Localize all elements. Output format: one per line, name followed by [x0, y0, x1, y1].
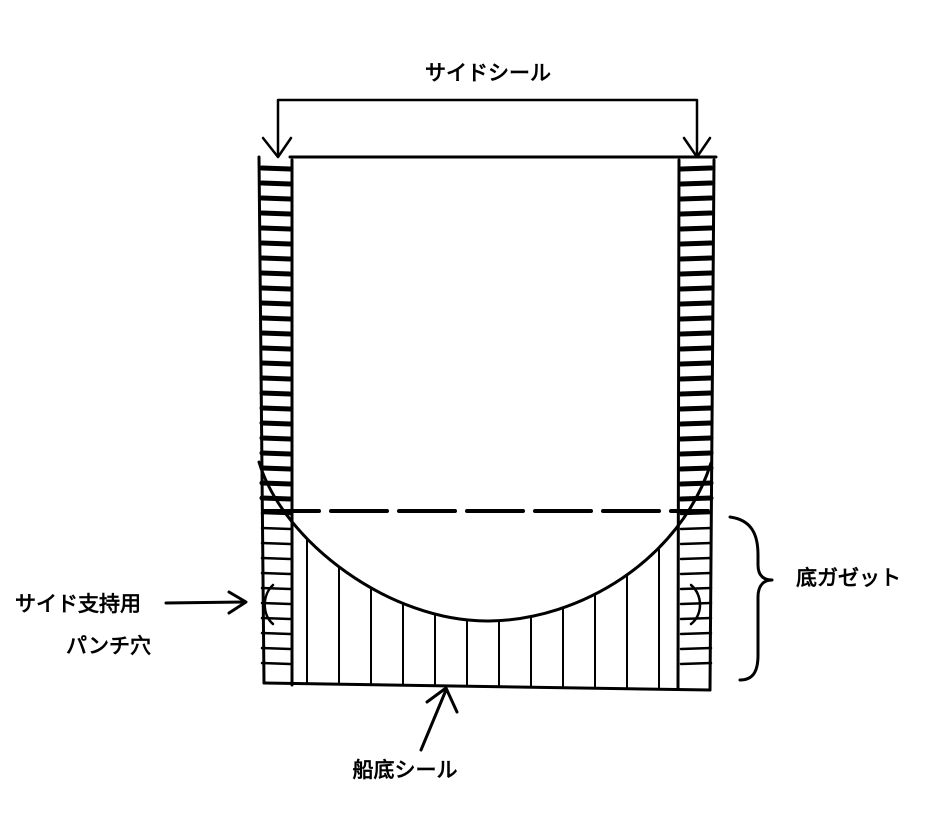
left-seal-hatch-line — [260, 556, 292, 561]
left-seal-hatch-line — [259, 345, 293, 352]
right-seal-hatch-line — [678, 360, 714, 367]
left-seal-hatch-line — [259, 225, 293, 232]
left-seal-hatch-line — [259, 255, 293, 262]
pouch-outline — [257, 155, 718, 692]
right-seal-hatch-line — [678, 210, 714, 217]
right-seal-hatch-line — [678, 375, 714, 382]
left-seal-hatch-line — [259, 240, 293, 247]
left-seal-hatch-line — [259, 330, 293, 337]
bottom-seal-hatching — [306, 538, 660, 690]
right-seal-hatch-line — [678, 165, 714, 172]
bottom-gusset-label: 底ガゼット — [796, 566, 901, 590]
right-seal-hatch-line — [678, 240, 714, 247]
left-seal-hatch-line — [260, 601, 292, 606]
left-seal-hatch-line — [260, 541, 292, 546]
left-seal-hatch-line — [259, 195, 293, 202]
right-seal-hatch-line — [679, 661, 713, 666]
right-seal-hatch-line — [678, 405, 714, 412]
right-seal-hatch-line — [678, 450, 714, 457]
right-punch-hole — [689, 583, 702, 626]
left-seal-hatch-line — [260, 616, 292, 621]
boat-bottom-seal-curve — [257, 460, 713, 623]
left-seal-hatch-line — [259, 285, 293, 292]
left-seal-hatch-line — [259, 315, 293, 322]
left-seal-hatch-line — [259, 390, 293, 397]
boat-bottom-seal-label: 船底シール — [353, 758, 458, 782]
right-seal-hatch-line — [679, 556, 713, 561]
left-seal-hatch-line — [259, 165, 293, 172]
support-punch-label-line2: パンチ穴 — [66, 634, 151, 658]
right-seal-hatch-line — [678, 465, 714, 472]
right-seal-hatch-line — [679, 601, 713, 606]
side-seal-label: サイドシール — [425, 61, 551, 85]
left-seal-hatch-line — [259, 360, 293, 367]
left-seal-hatch-line — [259, 270, 293, 277]
left-seal-hatch-line — [259, 435, 293, 442]
left-seal-hatch-line — [260, 526, 292, 531]
right-seal-hatch-line — [679, 571, 713, 576]
support-punch-holes — [263, 583, 702, 626]
left-seal-hatch-line — [259, 420, 293, 427]
left-seal-hatch-line — [259, 465, 293, 472]
left-seal-hatch-line — [260, 631, 292, 636]
right-seal-hatch-line — [678, 420, 714, 427]
right-seal-hatch-line — [678, 270, 714, 277]
right-seal-hatch-line — [678, 225, 714, 232]
right-seal-hatch-line — [678, 390, 714, 397]
right-seal-hatch-line — [678, 435, 714, 442]
right-seal-hatch-line — [678, 300, 714, 307]
right-seal-hatch-line — [679, 541, 713, 546]
right-seal-hatch-line — [678, 195, 714, 202]
right-seal-hatch-line — [678, 330, 714, 337]
left-seal-hatch-line — [259, 300, 293, 307]
support-punch-label-line1: サイド支持用 — [15, 592, 141, 616]
left-seal-hatch-line — [259, 180, 293, 187]
left-seal-hatch-line — [259, 450, 293, 457]
left-punch-hole — [263, 583, 275, 626]
right-seal-hatch-line — [678, 285, 714, 292]
left-side-seal-hatching — [259, 165, 293, 666]
left-seal-hatch-line — [260, 661, 292, 666]
left-seal-hatch-line — [260, 571, 292, 576]
right-side-seal-hatching — [678, 165, 714, 666]
left-seal-hatch-line — [260, 586, 292, 591]
left-seal-hatch-line — [260, 646, 292, 651]
right-seal-hatch-line — [679, 526, 713, 531]
right-seal-hatch-line — [678, 255, 714, 262]
left-seal-hatch-line — [259, 405, 293, 412]
left-seal-hatch-line — [259, 375, 293, 382]
right-seal-hatch-line — [679, 631, 713, 636]
left-seal-hatch-line — [259, 210, 293, 217]
right-seal-hatch-line — [679, 646, 713, 651]
bottom-gusset-brace — [728, 515, 774, 682]
right-seal-hatch-line — [678, 315, 714, 322]
support-punch-arrow — [164, 590, 248, 615]
boat-bottom-seal-arrow — [419, 686, 459, 752]
right-seal-hatch-line — [678, 180, 714, 187]
side-seal-bracket — [261, 98, 712, 159]
right-seal-hatch-line — [678, 480, 714, 487]
right-seal-hatch-line — [678, 345, 714, 352]
